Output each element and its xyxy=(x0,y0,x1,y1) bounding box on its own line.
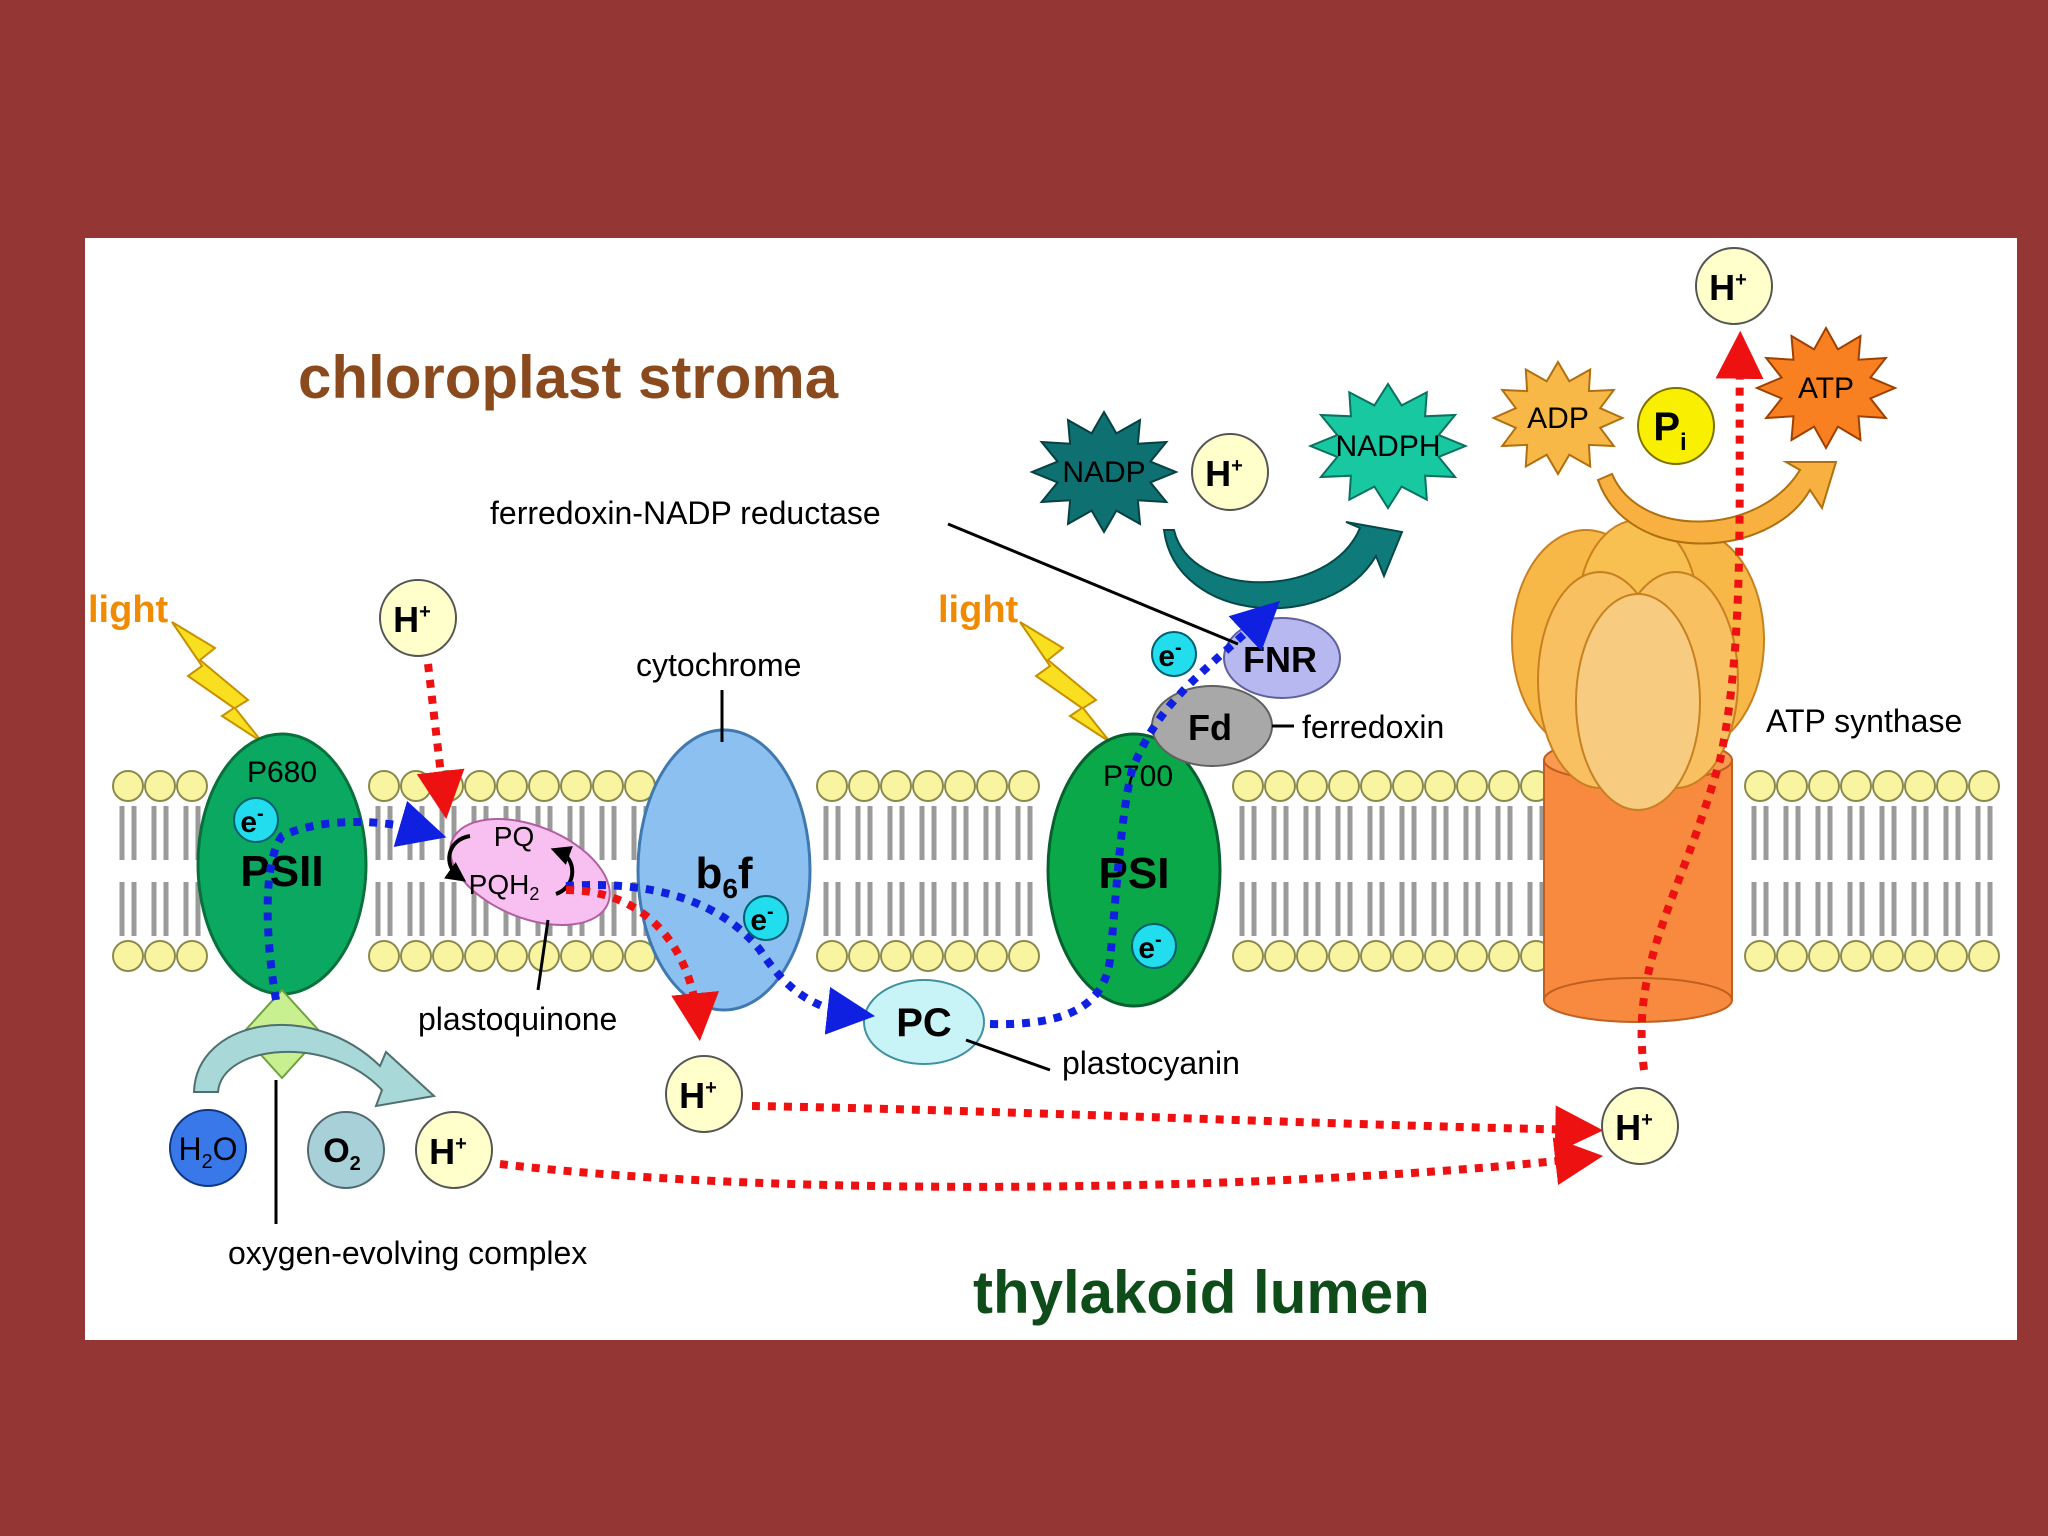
svg-text:e-: e- xyxy=(1138,929,1161,965)
proton-stroma-atp: H+ xyxy=(1695,247,1773,325)
svg-text:H+: H+ xyxy=(393,599,431,640)
svg-text:NADPH: NADPH xyxy=(1335,430,1440,463)
pqh2-label: PQH2 xyxy=(469,869,540,904)
svg-text:H+: H+ xyxy=(1205,453,1243,494)
psi-label: PSI xyxy=(1099,849,1170,898)
b6f-label: b6f xyxy=(695,849,752,904)
svg-text:e-: e- xyxy=(240,803,263,839)
cytochrome-b6f: b6f xyxy=(636,728,812,1012)
oxygen-molecule: O2 xyxy=(307,1111,385,1189)
phosphate: Pi xyxy=(1637,387,1715,465)
photosystem-ii: P680 PSII xyxy=(196,732,368,996)
p700-label: P700 xyxy=(1103,760,1173,793)
svg-text:ADP: ADP xyxy=(1527,402,1589,435)
svg-text:H2O: H2O xyxy=(178,1131,237,1173)
electron-psii: e- xyxy=(233,797,279,843)
label-oec: oxygen-evolving complex xyxy=(228,1235,587,1271)
proton-stroma-fnr: H+ xyxy=(1191,433,1269,511)
proton-lumen-atp: H+ xyxy=(1601,1087,1679,1165)
fnr-complex: FNR xyxy=(1223,617,1341,699)
pc-label: PC xyxy=(896,1001,952,1045)
svg-text:ATP: ATP xyxy=(1798,372,1854,405)
electron-path-pq-to-pc xyxy=(565,880,876,1035)
proton-stroma-pq: H+ xyxy=(379,579,457,657)
proton-path-into-pq xyxy=(416,663,465,820)
svg-text:H+: H+ xyxy=(429,1131,467,1172)
label-atp-synthase: ATP synthase xyxy=(1766,703,1962,739)
atp-synthase xyxy=(1511,519,1765,1023)
proton-path-lumen-1 xyxy=(751,1102,1604,1154)
atp-star: ATP xyxy=(1754,325,1898,451)
label-plastoquinone: plastoquinone xyxy=(418,1001,617,1037)
svg-text:e-: e- xyxy=(1158,637,1181,673)
label-ferredoxin: ferredoxin xyxy=(1302,709,1444,745)
proton-path-pq-to-lumen xyxy=(565,886,720,1042)
pq-cycle-arrow-right xyxy=(550,846,575,896)
svg-text:Pi: Pi xyxy=(1653,405,1686,456)
nadp-star: NADP xyxy=(1029,410,1179,534)
proton-lumen-b6f: H+ xyxy=(665,1055,743,1133)
svg-text:O2: O2 xyxy=(323,1132,361,1175)
adp-star: ADP xyxy=(1491,360,1625,476)
water-splitting-arrow xyxy=(192,1023,437,1108)
svg-text:H+: H+ xyxy=(1615,1107,1653,1148)
electron-b6f: e- xyxy=(743,895,789,941)
proton-lumen-psii: H+ xyxy=(415,1111,493,1189)
lightning-bolt-psii-icon xyxy=(171,621,263,743)
electron-path-psii-to-pq xyxy=(263,800,447,1001)
nadp-to-nadph-arrow xyxy=(1162,521,1404,610)
label-fnr: ferredoxin-NADP reductase xyxy=(490,495,881,531)
svg-text:H+: H+ xyxy=(1709,267,1747,308)
svg-text:H+: H+ xyxy=(679,1075,717,1116)
proton-path-through-atp-synthase xyxy=(1637,330,1764,1071)
lumen-title: thylakoid lumen xyxy=(973,1259,1430,1326)
leader-plastoquinone xyxy=(536,919,550,991)
psii-label: PSII xyxy=(240,847,323,896)
photosystem-i: P700 PSI xyxy=(1046,732,1222,1008)
pq-cycle-arrow-left xyxy=(444,834,471,882)
fnr-label: FNR xyxy=(1243,639,1317,680)
leader-plastocyanin xyxy=(965,1038,1051,1072)
svg-text:NADP: NADP xyxy=(1062,456,1145,489)
electron-psi: e- xyxy=(1131,923,1177,969)
ferredoxin: Fd xyxy=(1151,685,1273,767)
stroma-title: chloroplast stroma xyxy=(298,344,839,411)
pq-label: PQ xyxy=(494,821,534,852)
label-plastocyanin: plastocyanin xyxy=(1062,1045,1240,1081)
p680-label: P680 xyxy=(247,756,317,789)
label-cytochrome: cytochrome xyxy=(636,647,801,683)
light-label-psii: light xyxy=(88,589,169,631)
plastocyanin: PC xyxy=(863,979,985,1065)
plastoquinone-complex: PQ PQH2 xyxy=(444,817,611,927)
proton-path-lumen-2 xyxy=(499,1137,1604,1191)
light-label-psi: light xyxy=(938,589,1019,631)
lightning-bolt-psi-icon xyxy=(1019,621,1111,743)
water-molecule: H2O xyxy=(169,1109,247,1187)
nadph-star: NADPH xyxy=(1307,382,1469,510)
adp-to-atp-arrow xyxy=(1596,461,1838,545)
svg-text:e-: e- xyxy=(750,901,773,937)
leader-fnr xyxy=(947,522,1239,646)
electron-fnr: e- xyxy=(1151,631,1197,677)
fd-label: Fd xyxy=(1188,707,1232,748)
